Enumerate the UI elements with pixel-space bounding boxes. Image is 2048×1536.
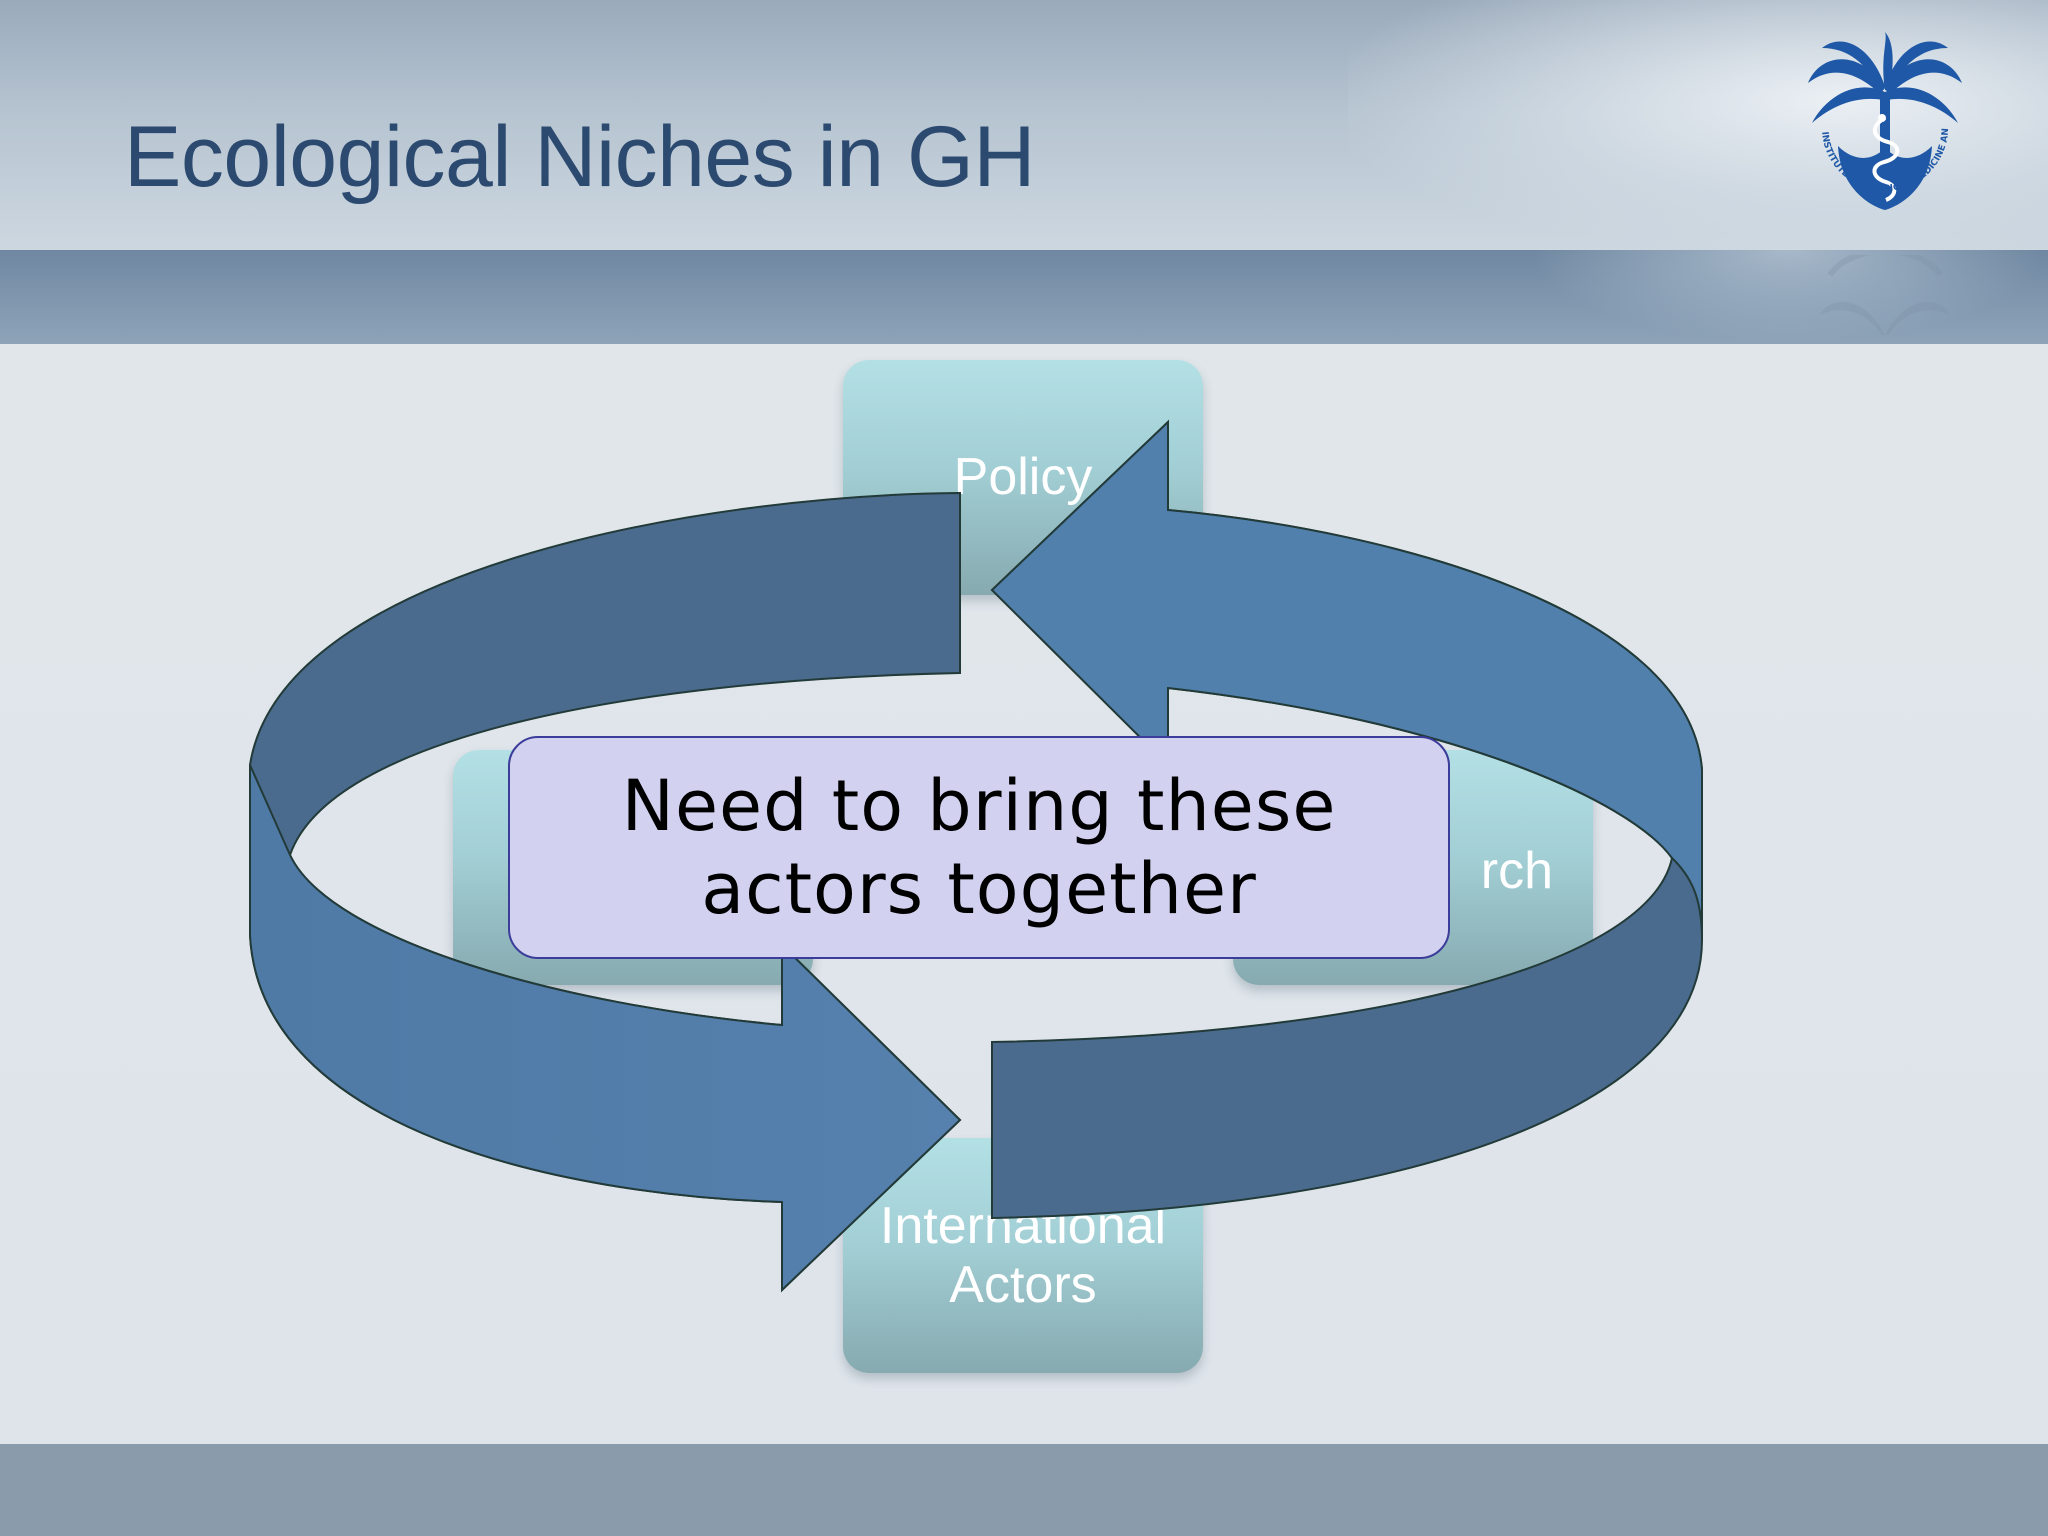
band-highlight (1528, 250, 2048, 344)
callout-line1: Need to bring these (621, 764, 1337, 847)
slide-footer (0, 1444, 2048, 1536)
slide-title: Ecological Niches in GH (124, 109, 1035, 205)
cycle-arrow-left-front (249, 764, 962, 1293)
logo-reflection-icon (1820, 255, 1950, 335)
node-intl-label-line2: Actors (949, 1255, 1097, 1314)
callout-box: Need to bring these actors together (508, 736, 1450, 959)
node-policy-label: Policy (953, 448, 1093, 507)
node-research-label: rch (1480, 842, 1553, 900)
cycle-arrow-right-upper (990, 419, 1703, 941)
callout-line2: actors together (701, 847, 1257, 930)
palm-tree-logo-icon: INSTITUTE OF TROPICAL MEDICINE ANTWERP (1800, 28, 1962, 210)
